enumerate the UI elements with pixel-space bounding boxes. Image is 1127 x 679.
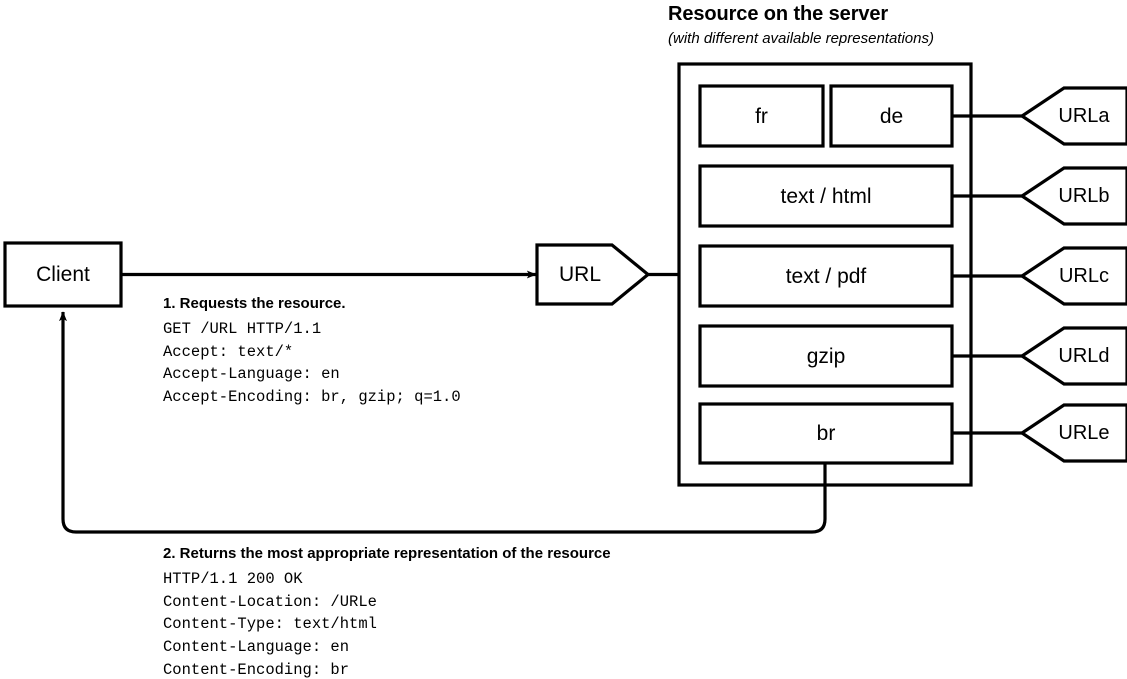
rep-box-de [829, 84, 954, 148]
urla-pentagon [1019, 86, 1127, 146]
request-note: 1. Requests the resource. GET /URL HTTP/… [163, 296, 461, 409]
request-note-body: GET /URL HTTP/1.1 Accept: text/* Accept-… [163, 320, 461, 407]
diagram-heading-title: Resource on the server [668, 3, 889, 25]
rep-box-gzip [698, 324, 954, 388]
diagram-heading-subtitle: (with different available representation… [668, 30, 934, 47]
url-pentagon [535, 243, 651, 306]
client-box [3, 241, 123, 308]
urld-pentagon [1019, 326, 1127, 386]
request-note-title: 1. Requests the resource. [163, 295, 346, 312]
rep-box-text-pdf [698, 244, 954, 308]
response-note: 2. Returns the most appropriate represen… [163, 546, 611, 679]
rep-box-br [698, 402, 954, 465]
response-arrow [59, 311, 827, 534]
response-note-title: 2. Returns the most appropriate represen… [163, 545, 611, 562]
urlc-pentagon [1019, 246, 1127, 306]
urlb-pentagon [1019, 166, 1127, 226]
urle-pentagon [1019, 403, 1127, 463]
response-note-body: HTTP/1.1 200 OK Content-Location: /URLe … [163, 570, 377, 679]
rep-box-text-html [698, 164, 954, 228]
rep-box-fr [698, 84, 825, 148]
